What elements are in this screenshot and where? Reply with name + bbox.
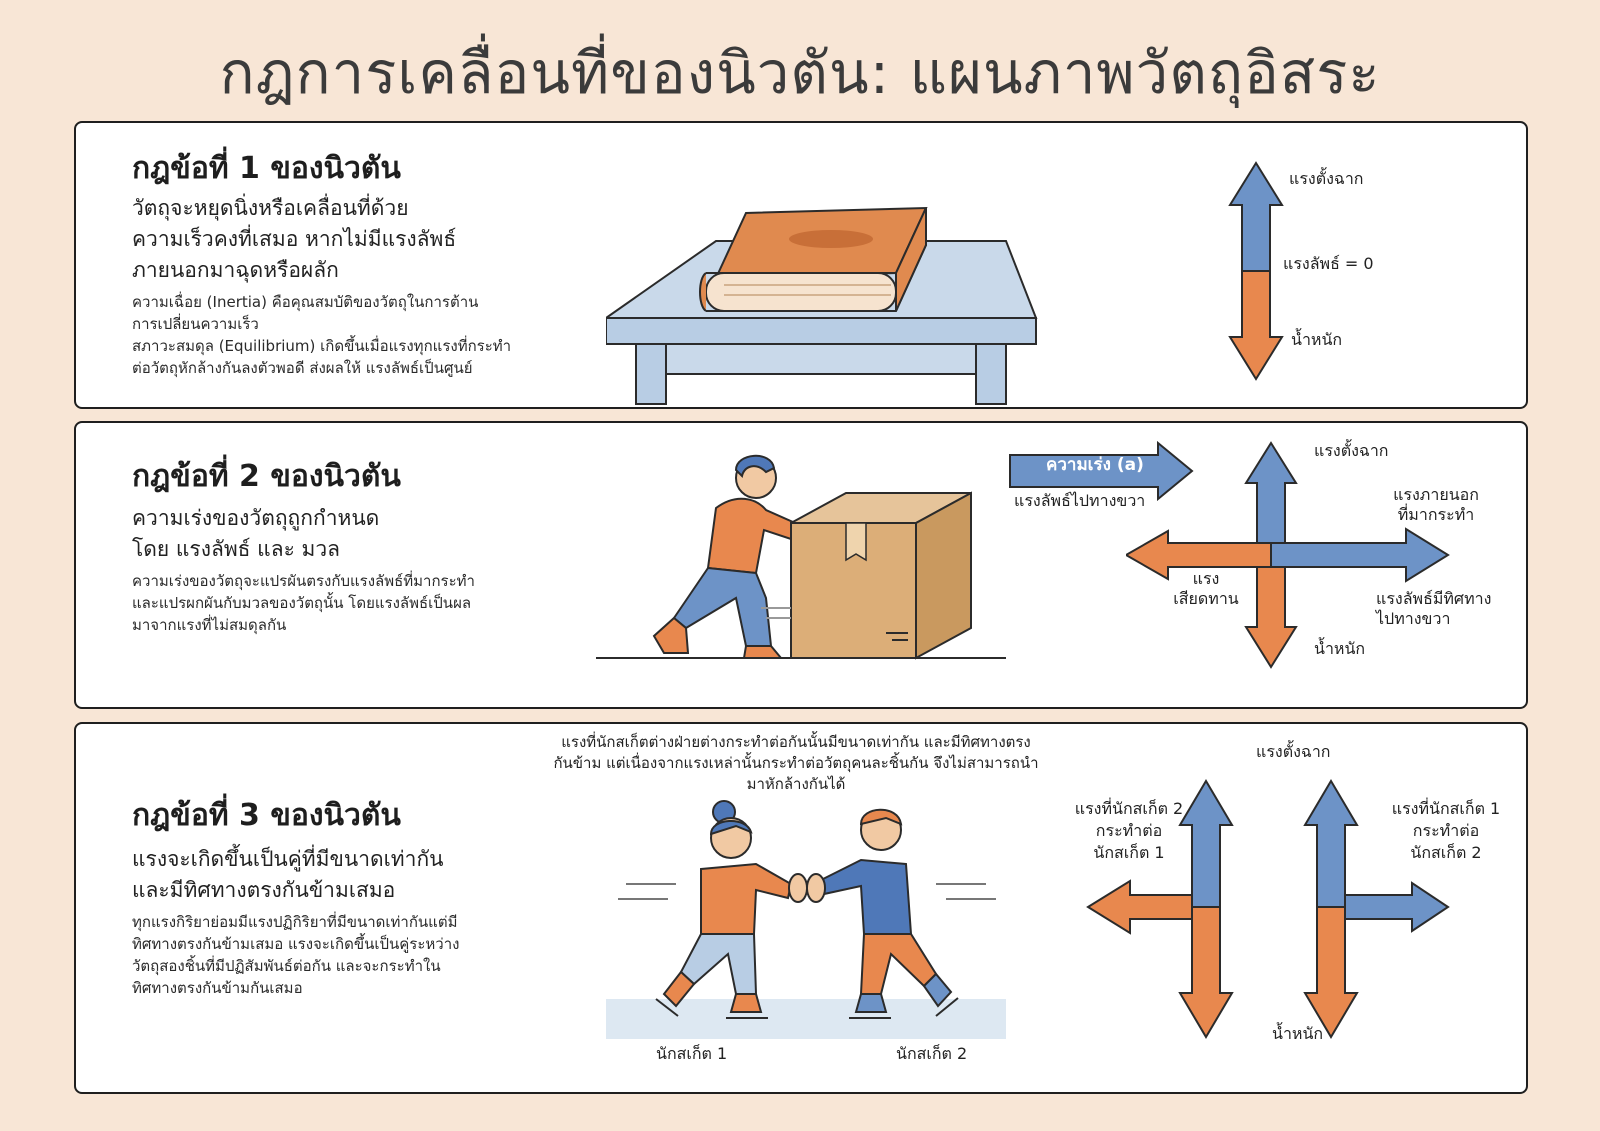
law1-free-body-diagram — [1228, 161, 1284, 381]
pushing-box-illustration — [596, 454, 1006, 660]
law2-free-body-diagram — [1126, 441, 1450, 669]
law3-title: กฎข้อที่ 3 ของนิวตัน — [132, 798, 401, 833]
normal-force-arrow — [1303, 779, 1359, 908]
law3-weight-label: น้ำหนัก — [1272, 1024, 1324, 1043]
law2-panel: กฎข้อที่ 2 ของนิวตัน ความเร่งของวัตถุถูก… — [74, 421, 1528, 709]
law3-force-2-on-1-label: แรงที่นักสเก็ต 2 กระทำต่อ นักสเก็ต 1 — [1074, 799, 1184, 862]
acceleration-arrow — [1009, 441, 1194, 501]
law3-free-body-diagram — [1086, 779, 1450, 1039]
applied-force-arrow — [1270, 527, 1450, 583]
skater1-fbd — [1086, 779, 1234, 1039]
net-right-label: แรงลัพธ์ไปทางขวา — [1014, 491, 1146, 510]
law1-net-label: แรงลัพธ์ = 0 — [1283, 254, 1374, 273]
law1-title: กฎข้อที่ 1 ของนิวตัน — [132, 151, 401, 186]
force-2-on-1-arrow — [1086, 879, 1193, 935]
law2-title: กฎข้อที่ 2 ของนิวตัน — [132, 459, 401, 494]
acceleration-label: ความเร่ง (a) — [1046, 455, 1144, 475]
law1-panel: กฎข้อที่ 1 ของนิวตัน วัตถุจะหยุดนิ่งหรือ… — [74, 121, 1528, 409]
law3-panel: กฎข้อที่ 3 ของนิวตัน แรงจะเกิดขึ้นเป็นคู… — [74, 722, 1528, 1094]
page-title: กฎการเคลื่อนที่ของนิวตัน: แผนภาพวัตถุอิส… — [219, 39, 1381, 107]
skater1-label: นักสเก็ต 1 — [656, 1044, 728, 1063]
skater-2 — [819, 808, 959, 1019]
law3-body: ทุกแรงกิริยาย่อมมีแรงปฏิกิริยาที่มีขนาดเ… — [132, 913, 460, 997]
law2-normal-label: แรงตั้งฉาก — [1314, 441, 1389, 460]
force-1-on-2-arrow — [1344, 881, 1450, 933]
law2-friction-label: แรง เสียดทาน — [1173, 569, 1239, 608]
skater2-label: นักสเก็ต 2 — [896, 1044, 968, 1063]
normal-force-arrow — [1244, 441, 1298, 556]
law3-force-1-on-2-label: แรงที่นักสเก็ต 1 กระทำต่อ นักสเก็ต 2 — [1391, 799, 1501, 862]
weight-arrow — [1303, 906, 1359, 1039]
weight-arrow — [1228, 270, 1284, 381]
law1-subtitle: วัตถุจะหยุดนิ่งหรือเคลื่อนที่ด้วย ความเร… — [132, 196, 457, 282]
law2-net-direction-label: แรงลัพธ์มีทิศทาง ไปทางขวา — [1376, 589, 1492, 628]
law1-weight-label: น้ำหนัก — [1291, 330, 1343, 349]
skaters-illustration — [606, 800, 1006, 1039]
law1-normal-label: แรงตั้งฉาก — [1289, 169, 1364, 188]
law2-applied-label: แรงภายนอก ที่มากระทำ — [1393, 485, 1479, 524]
law2-body: ความเร่งของวัตถุจะแปรผันตรงกับแรงลัพธ์ที… — [132, 572, 475, 634]
box — [790, 491, 972, 660]
book — [699, 206, 928, 312]
law3-normal-label: แรงตั้งฉาก — [1256, 742, 1331, 761]
law1-body: ความเฉื่อย (Inertia) คือคุณสมบัติของวัตถ… — [132, 293, 512, 377]
law2-weight-label: น้ำหนัก — [1314, 639, 1366, 658]
law3-subtitle: แรงจะเกิดขึ้นเป็นคู่ที่มีขนาดเท่ากัน และ… — [132, 847, 444, 902]
weight-arrow — [1178, 906, 1234, 1039]
skater2-fbd — [1303, 779, 1450, 1039]
normal-force-arrow — [1228, 161, 1284, 272]
skater-1 — [655, 800, 793, 1019]
book-on-table-illustration — [606, 206, 1038, 405]
law2-subtitle: ความเร่งของวัตถุถูกกำหนด โดย แรงลัพธ์ แล… — [132, 506, 380, 561]
law3-caption: แรงที่นักสเก็ตต่างฝ่ายต่างกระทำต่อกันนั้… — [553, 733, 1039, 793]
